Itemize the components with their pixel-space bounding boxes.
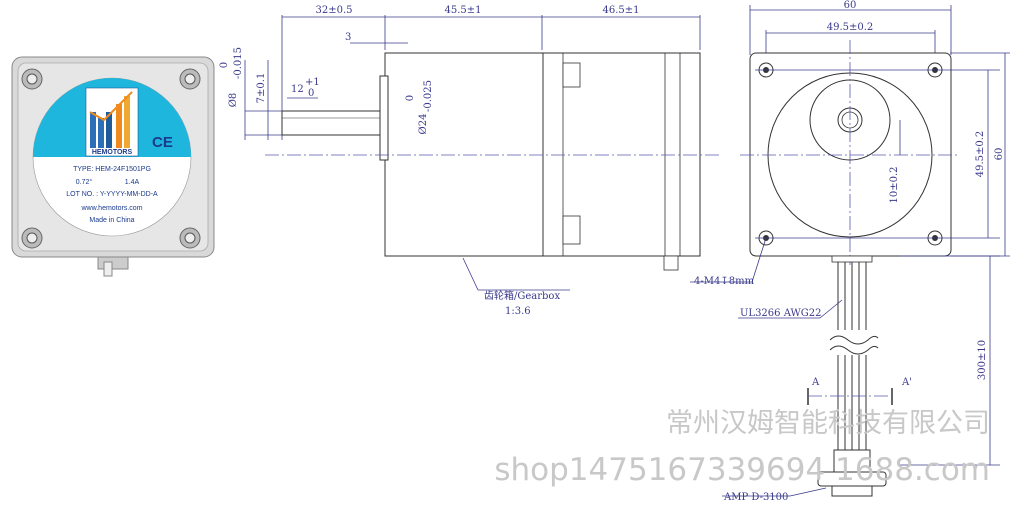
dim-300: 300±10: [977, 340, 988, 380]
side-cable-stub: [663, 255, 679, 271]
label-made-in: Made in China: [89, 217, 134, 224]
screw-top-left: [21, 68, 43, 90]
output-shaft: [281, 110, 381, 136]
dim-7: 7±0.1: [256, 73, 267, 104]
holes-spec: 4-M4↧8mm: [694, 276, 755, 287]
label-website: www.hemotors.com: [80, 205, 142, 212]
amp-connector: [817, 449, 887, 497]
dim-3: 3: [345, 32, 351, 43]
dim-32: 32±0.5: [315, 5, 352, 16]
connector-spec: AMP D-3100: [723, 492, 788, 503]
dim-shaft-dia: Ø8: [228, 93, 239, 108]
dim-45-5: 45.5±1: [444, 5, 481, 16]
screw-top-right: [179, 68, 201, 90]
dim-boss-tol-upper: 0: [405, 95, 416, 101]
cable-stub: [97, 256, 129, 270]
dim-shaft-tol-upper: 0: [219, 62, 230, 68]
gear-ratio: 1:3.6: [505, 306, 531, 317]
front-view: 60 49.5±0.2 49.5±0.2 60 10±0.2 4-M4↧8: [690, 0, 1010, 503]
dim-12-tol-lower: 0: [308, 88, 314, 99]
pilot-boss: [379, 75, 389, 161]
cable-spec: UL3266 AWG22: [740, 308, 822, 319]
dim-60-side: 60: [994, 148, 1005, 161]
section-a-prime: A': [901, 377, 912, 388]
cable-bundle: [829, 255, 879, 450]
dim-shaft-tol-lower: -0.015: [233, 47, 244, 79]
screw-bottom-left: [21, 227, 43, 249]
cable-stub-tab: [103, 261, 113, 277]
label-type: TYPE: HEM-24F1501PG: [73, 166, 151, 173]
section-a: A: [811, 377, 820, 388]
gearbox-body: [384, 52, 544, 257]
dim-12-tol-upper: +1: [305, 77, 320, 88]
dim-49-5-top: 49.5±0.2: [827, 22, 874, 33]
dim-12: 12: [291, 84, 304, 95]
watermark-shop: shop1475167339694 1688.com: [494, 452, 990, 488]
dim-10: 10±0.2: [889, 166, 900, 203]
side-view: 32±0.5 45.5±1 46.5±1 3 Ø8 0 -0.015 7±0.1…: [219, 5, 720, 317]
brand-name: HEMOTORS: [92, 149, 133, 156]
dim-boss-tol-lower: -0.025: [423, 80, 434, 112]
gearbox-label: 齿轮箱/Gearbox: [484, 289, 560, 302]
dim-49-5-side: 49.5±0.2: [975, 131, 986, 178]
dim-boss-dia: Ø24: [418, 114, 429, 135]
label-lot: LOT NO. : Y-YYYY-MM-DD-A: [66, 191, 158, 198]
watermark-company: 常州汉姆智能科技有限公司: [666, 408, 990, 439]
label-current: 1.4A: [125, 179, 140, 186]
dim-60-top: 60: [844, 0, 857, 11]
label-view: HEMOTORS CE TYPE: HEM-24F1501PG 0.72° 1.…: [11, 56, 215, 277]
ce-mark: CE: [152, 134, 173, 151]
brand-logo: HEMOTORS: [85, 87, 139, 157]
screw-bottom-right: [179, 227, 201, 249]
label-step-angle: 0.72°: [76, 178, 93, 186]
dim-46-5: 46.5±1: [602, 5, 639, 16]
